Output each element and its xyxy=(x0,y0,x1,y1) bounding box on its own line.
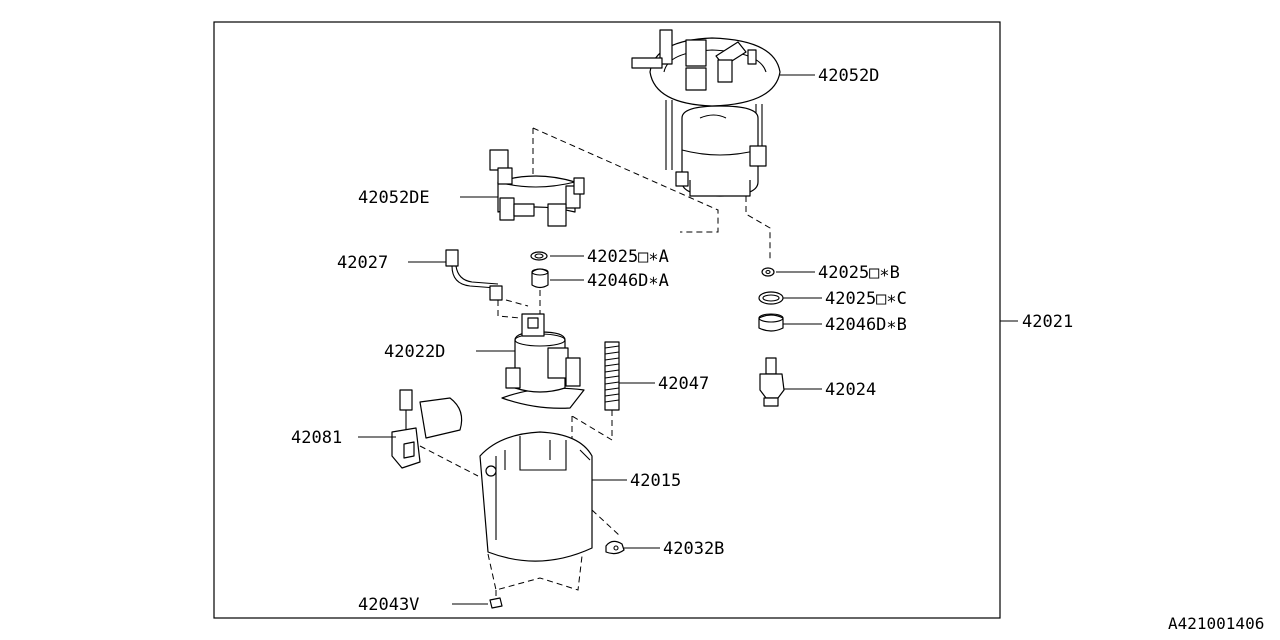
part-42027-harness xyxy=(445,249,503,301)
label-42052DE: 42052DE xyxy=(358,188,430,208)
label-42022D: 42022D xyxy=(384,342,445,362)
label-42027: 42027 xyxy=(337,253,388,273)
part-42025C-o-ring xyxy=(758,291,784,305)
part-42047-spring xyxy=(604,341,620,411)
part-42025A-o-ring xyxy=(530,251,548,261)
assembly-frame xyxy=(213,21,1001,619)
part-42081-sender-unit xyxy=(391,389,463,469)
part-42032B-clip xyxy=(605,540,625,555)
label-42047: 42047 xyxy=(658,374,709,394)
part-42046DB-damper xyxy=(758,313,784,332)
part-42052D-flange-assembly xyxy=(631,29,781,197)
part-42022D-fuel-pump xyxy=(501,313,585,409)
label-42024: 42024 xyxy=(825,380,876,400)
label-42021: 42021 xyxy=(1022,312,1073,332)
part-42015-reservoir-cup xyxy=(479,431,593,562)
part-42052DE-bracket xyxy=(489,149,585,227)
part-42024-pressure-regulator xyxy=(759,357,785,407)
document-id: A421001406 xyxy=(1168,614,1264,633)
label-42052D: 42052D xyxy=(818,66,879,86)
part-42025B-o-ring xyxy=(761,267,775,277)
label-42081: 42081 xyxy=(291,428,342,448)
label-42025B: 42025□∗B xyxy=(818,263,900,283)
part-42043V-filter xyxy=(489,597,503,609)
label-42046DB: 42046D∗B xyxy=(825,315,907,335)
label-42043V: 42043V xyxy=(358,595,419,615)
label-42015: 42015 xyxy=(630,471,681,491)
label-42025A: 42025□∗A xyxy=(587,247,669,267)
label-42032B: 42032B xyxy=(663,539,724,559)
label-42046DA: 42046D∗A xyxy=(587,271,669,291)
part-42046DA-damper xyxy=(531,268,549,289)
label-42025C: 42025□∗C xyxy=(825,289,907,309)
